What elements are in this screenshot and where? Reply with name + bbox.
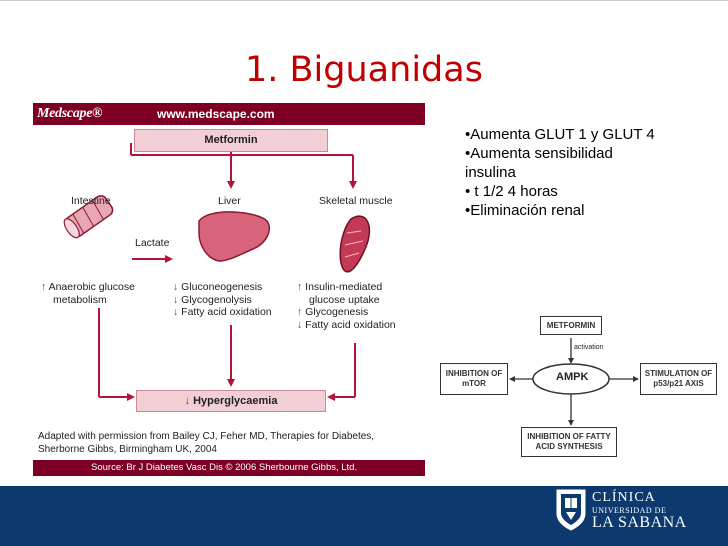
organ-label-muscle: Skeletal muscle bbox=[319, 195, 393, 207]
bullet-item: • t 1/2 4 horas bbox=[465, 183, 558, 200]
arrow-down-icon: ↓ bbox=[173, 293, 179, 306]
medscape-logo: Medscape® bbox=[37, 106, 103, 121]
top-divider bbox=[0, 0, 728, 1]
figure-footer-bar: Source: Br J Diabetes Vasc Dis © 2006 Sh… bbox=[33, 460, 425, 476]
lactate-label: Lactate bbox=[135, 237, 170, 249]
bullet-item: •Aumenta GLUT 1 y GLUT 4 bbox=[465, 126, 655, 143]
shield-icon bbox=[556, 489, 586, 531]
bullet-item: •Aumenta sensibilidad bbox=[465, 145, 613, 162]
arrow-down-icon: ↓ bbox=[173, 306, 179, 318]
metformin-node: METFORMIN bbox=[540, 316, 602, 335]
bullet-list: •Aumenta GLUT 1 y GLUT 4 •Aumenta sensib… bbox=[465, 125, 705, 220]
arrow-down-icon: ↓ bbox=[297, 318, 303, 331]
arrow-up-icon: ↑ bbox=[41, 281, 47, 293]
muscle-effects: ↑ Insulin-mediated glucose uptake ↑ Glyc… bbox=[297, 281, 396, 331]
intestine-effects: ↑ Anaerobic glucose metabolism bbox=[41, 281, 135, 306]
metformin-box: Metformin bbox=[134, 129, 328, 152]
liver-illustration bbox=[198, 211, 271, 262]
logo-line-clinica: CLÍNICA bbox=[592, 490, 656, 505]
slide-title: 1. Biguanidas bbox=[245, 50, 483, 90]
hyperglycaemia-box: ↓ Hyperglycaemia bbox=[136, 390, 326, 412]
logo-line-universidad: UNIVERSIDAD DE bbox=[592, 506, 667, 515]
fatty-acid-synthesis-node: INHIBITION OF FATTY ACID SYNTHESIS bbox=[521, 427, 617, 457]
arrow-down-icon: ↓ bbox=[173, 281, 179, 293]
ampk-node-label: AMPK bbox=[556, 371, 589, 383]
organ-label-intestine: Intestine bbox=[71, 195, 111, 207]
organ-label-liver: Liver bbox=[218, 195, 241, 207]
muscle-illustration bbox=[339, 215, 371, 273]
logo-line-sabana: LA SABANA bbox=[592, 514, 687, 531]
bullet-item: •Eliminación renal bbox=[465, 202, 585, 219]
arrow-up-icon: ↑ bbox=[297, 281, 303, 293]
figure-source: Source: Br J Diabetes Vasc Dis © 2006 Sh… bbox=[91, 462, 358, 473]
ampk-connectors bbox=[509, 338, 639, 426]
intestine-illustration bbox=[63, 195, 114, 239]
figure-header-bar: Medscape® www.medscape.com bbox=[33, 103, 425, 125]
figure-connectors bbox=[63, 143, 371, 401]
inhibition-mtor-node: INHIBITION OF mTOR bbox=[440, 363, 508, 395]
activation-label: activation bbox=[574, 344, 604, 351]
arrow-up-icon: ↑ bbox=[297, 306, 303, 318]
arrow-down-icon: ↓ bbox=[184, 395, 191, 407]
liver-effects: ↓ Gluconeogenesis ↓ Glycogenolysis ↓ Fat… bbox=[173, 281, 272, 318]
bullet-item: insulina bbox=[465, 164, 516, 181]
figure-caption: Adapted with permission from Bailey CJ, … bbox=[38, 431, 375, 455]
metformin-mechanism-figure: Medscape® www.medscape.com bbox=[33, 103, 425, 476]
stimulation-p53-node: STIMULATION OF p53/p21 AXIS bbox=[640, 363, 717, 395]
medscape-url: www.medscape.com bbox=[157, 107, 275, 121]
footer-bar bbox=[0, 486, 728, 546]
